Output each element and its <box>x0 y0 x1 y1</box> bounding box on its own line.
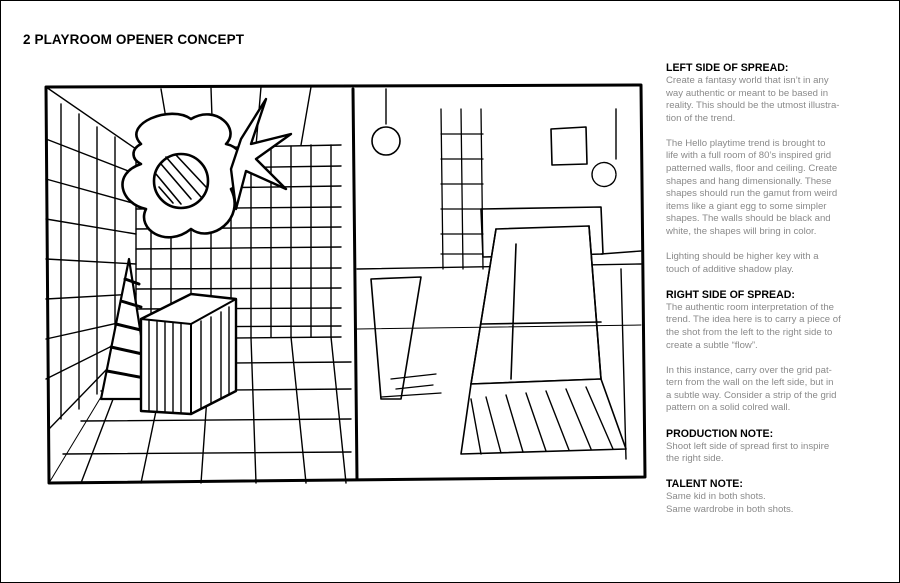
left-side-notes: LEFT SIDE OF SPREAD: Create a fantasy wo… <box>666 62 856 276</box>
right-room <box>356 88 642 460</box>
left-side-heading: LEFT SIDE OF SPREAD: <box>666 62 789 74</box>
note-paragraph: The Hello playtime trend is brought to l… <box>666 137 838 238</box>
concept-sketch <box>44 83 647 485</box>
right-side-notes: RIGHT SIDE OF SPREAD: The authentic room… <box>666 289 856 415</box>
production-notes: PRODUCTION NOTE: Shoot left side of spre… <box>666 428 856 466</box>
note-paragraph: In this instance, carry over the grid pa… <box>666 364 837 414</box>
hanging-star-shape <box>229 97 293 211</box>
striped-box-shape <box>139 292 238 416</box>
talent-heading: TALENT NOTE: <box>666 478 743 491</box>
giant-egg-shape <box>121 112 245 239</box>
concept-notes: LEFT SIDE OF SPREAD: Create a fantasy wo… <box>666 62 856 529</box>
note-paragraph: Same kid in both shots. Same wardrobe in… <box>666 491 794 515</box>
note-paragraph: The authentic room interpretation of the… <box>666 301 841 351</box>
sketch-frame <box>44 83 647 485</box>
page-title: 2 PLAYROOM OPENER CONCEPT <box>23 32 245 47</box>
note-paragraph: Lighting should be higher key with a tou… <box>666 251 819 275</box>
talent-notes: TALENT NOTE: Same kid in both shots. Sam… <box>666 478 856 516</box>
production-heading: PRODUCTION NOTE: <box>666 427 774 440</box>
note-paragraph: Create a fantasy world that isn’t in any… <box>666 75 840 124</box>
right-side-heading: RIGHT SIDE OF SPREAD: <box>666 288 795 301</box>
note-paragraph: Shoot left side of spread first to inspi… <box>666 440 830 465</box>
